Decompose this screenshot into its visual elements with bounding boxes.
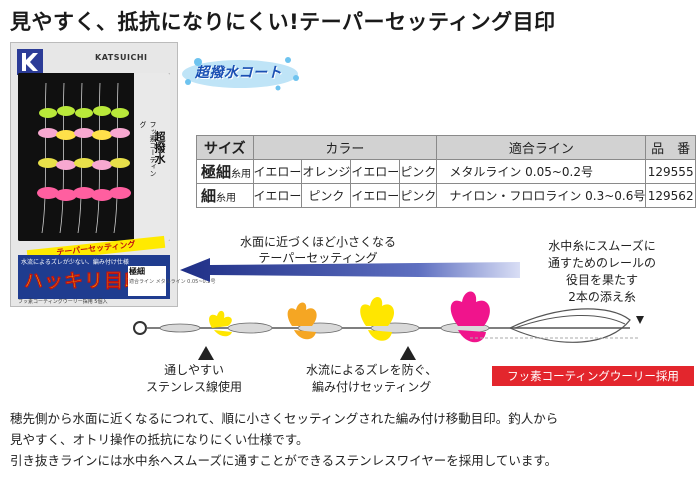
swivel-ring-icon — [133, 321, 147, 335]
water-splash-icon — [182, 57, 299, 91]
package-card — [18, 73, 170, 241]
package-side-text-1: 超撥水 — [153, 131, 166, 164]
row-color: イエロー — [252, 183, 303, 208]
marker-yellow-small — [209, 310, 232, 337]
header-color: カラー — [252, 135, 438, 160]
package-bottom-text: フッ素コーティングウーリー採用 5個入 — [18, 299, 108, 305]
brand-logo-icon — [17, 49, 43, 75]
package-side-text-2: フッ素コーティング — [139, 121, 157, 177]
package-side-text: 超撥水 フッ素コーティング — [137, 121, 167, 177]
left-callout: 通しやすい ステンレス線使用 — [146, 363, 243, 394]
pointer-triangle-icon — [198, 346, 214, 360]
marker-samples-illustration — [18, 73, 170, 241]
header-line: 適合ライン — [436, 135, 647, 160]
table-header-row: サイズ カラー 適合ライン 品 番 — [196, 135, 696, 160]
marker-yellow-large — [360, 297, 395, 341]
package-size: 極細 — [129, 267, 145, 276]
description: 穂先側から水面に近くなるにつれて、順に小さくセッティングされた編み付け移動目印。… — [10, 408, 694, 471]
headline: 見やすく、抵抗になりにくい!テーパーセッティング目印 — [10, 10, 556, 34]
marker-pink — [450, 291, 490, 343]
row-size: 極細糸用 — [196, 159, 254, 184]
right-callout: 水中糸にスムーズに 通すためのレールの 役目を果たす 2本の添え糸 — [548, 239, 657, 304]
taper-arrow — [180, 258, 520, 282]
pointer-triangle-icon — [400, 346, 416, 360]
red-badge: フッ素コーティングウーリー採用 — [492, 366, 694, 386]
description-line: 穂先側から水面に近くなるにつれて、順に小さくセッティングされた編み付け移動目印。… — [10, 411, 559, 426]
package-size-detail: 適合ライン メタルライン 0.05~0.2号 — [129, 279, 216, 285]
taper-label: 水面に近づくほど小さくなる テーパーセッティング — [240, 235, 397, 265]
row-line: ナイロン・フロロライン 0.3~0.6号 — [436, 183, 647, 208]
package-brand: KATSUICHI — [95, 53, 148, 62]
table-row: 極細糸用 イエロー オレンジ イエロー ピンク メタルライン 0.05~0.2号… — [196, 159, 696, 184]
package-subtitle: 水流によるズレが少ない、編み付け仕様 — [21, 259, 129, 266]
header-code: 品 番 — [645, 135, 696, 160]
marker-diagram — [133, 258, 644, 360]
description-line: 引き抜きラインには水中糸へスムーズに通すことができるステンレスワイヤーを採用して… — [10, 453, 558, 468]
row-line: メタルライン 0.05~0.2号 — [436, 159, 647, 184]
water-repellent-badge: 超撥水コート — [195, 65, 282, 81]
header-size: サイズ — [196, 135, 254, 160]
description-line: 見やすく、オトリ操作の抵抗になりにくい仕様です。 — [10, 432, 309, 447]
row-code: 129555 — [645, 159, 696, 184]
row-color: イエロー — [350, 183, 401, 208]
mid-callout: 水流によるズレを防ぐ、 編み付けセッティング — [306, 363, 438, 394]
table-row: 細糸用 イエロー ピンク イエロー ピンク ナイロン・フロロライン 0.3~0.… — [196, 183, 696, 208]
row-color: ピンク — [301, 183, 352, 208]
package-size-box: 極細 適合ライン メタルライン 0.05~0.2号 — [128, 266, 215, 296]
row-code: 129562 — [645, 183, 696, 208]
marker-orange — [287, 302, 317, 340]
row-color: オレンジ — [301, 159, 352, 184]
row-color: ピンク — [399, 183, 438, 208]
spec-table: サイズ カラー 適合ライン 品 番 極細糸用 イエロー オレンジ イエロー ピン… — [196, 135, 696, 208]
row-color: ピンク — [399, 159, 438, 184]
pointer-triangle-icon — [636, 316, 644, 324]
package-label-panel: 水流によるズレが少ない、編み付け仕様 ハッキリ目印 極細 適合ライン メタルライ… — [18, 255, 215, 299]
row-color: イエロー — [350, 159, 401, 184]
row-size: 細糸用 — [196, 183, 254, 208]
package-title: ハッキリ目印 — [24, 270, 145, 293]
product-package-image: KATSUICHI — [10, 42, 215, 307]
row-color: イエロー — [252, 159, 303, 184]
